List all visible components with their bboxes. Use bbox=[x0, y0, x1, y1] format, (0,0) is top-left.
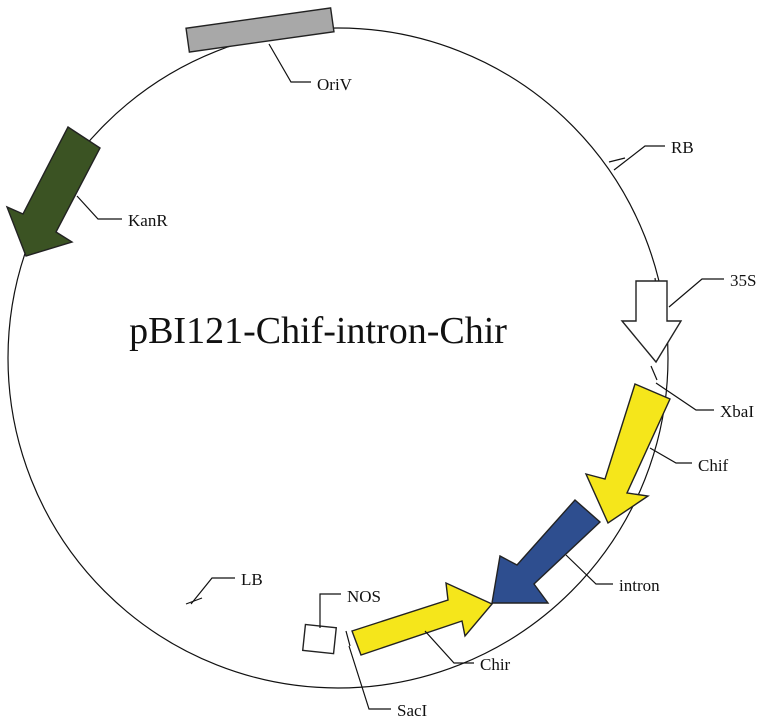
xbai-leader bbox=[655, 382, 714, 411]
saci-site-tick bbox=[345, 630, 351, 647]
nos-feature bbox=[301, 623, 338, 655]
rb-label: RB bbox=[671, 138, 694, 157]
rb-site-tick bbox=[608, 157, 626, 163]
oriv-feature bbox=[185, 7, 335, 53]
kanr-arrow bbox=[5, 125, 101, 257]
kanr-label: KanR bbox=[128, 211, 168, 230]
saci-leader bbox=[348, 645, 391, 710]
rb-leader bbox=[613, 145, 665, 171]
chif-label: Chif bbox=[698, 456, 729, 475]
nos-leader bbox=[319, 593, 341, 628]
oriv-leader bbox=[268, 43, 311, 83]
chir-label: Chir bbox=[480, 655, 511, 674]
plasmid-backbone bbox=[7, 27, 669, 689]
plasmid-title: pBI121-Chif-intron-Chir bbox=[129, 310, 507, 352]
lb-label: LB bbox=[241, 570, 263, 589]
promoter-35s-arrow bbox=[620, 280, 683, 364]
chir-arrow bbox=[351, 581, 494, 656]
chir-leader bbox=[424, 630, 474, 664]
kanr-leader bbox=[76, 195, 122, 220]
chif-arrow bbox=[584, 383, 671, 525]
saci-label: SacI bbox=[397, 701, 428, 720]
xbai-site-tick bbox=[650, 365, 658, 381]
promoter-35s-label: 35S bbox=[730, 271, 756, 290]
intron-label: intron bbox=[619, 576, 660, 595]
promoter-35s-leader bbox=[668, 278, 724, 308]
lb-leader bbox=[190, 577, 235, 605]
oriv-label: OriV bbox=[317, 75, 353, 94]
xbai-label: XbaI bbox=[720, 402, 754, 421]
intron-arrow bbox=[491, 499, 602, 604]
chif-leader bbox=[649, 447, 692, 464]
nos-label: NOS bbox=[347, 587, 381, 606]
intron-leader bbox=[565, 554, 613, 585]
